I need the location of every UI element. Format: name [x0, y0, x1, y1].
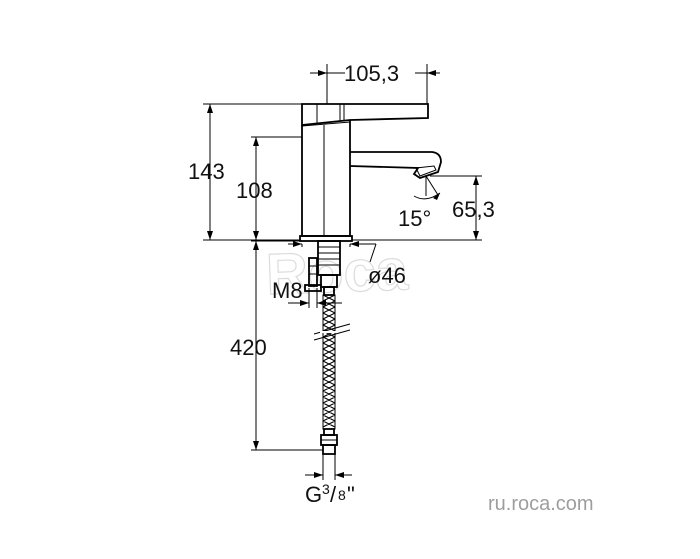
- mounting-assembly: [304, 240, 341, 296]
- connection-prefix: G: [305, 482, 322, 507]
- stud-thread-label: M8: [272, 278, 303, 303]
- spout: [349, 151, 442, 179]
- braided-hose: [313, 294, 351, 455]
- faucet-column: [301, 120, 351, 237]
- spout-reach-label: 105,3: [344, 61, 399, 86]
- dimension-hose-length: 420: [230, 240, 323, 451]
- dimension-total-height: 143: [188, 103, 302, 241]
- watermark-url: ru.roca.com: [488, 493, 594, 515]
- dimension-spout-height: 65,3: [352, 175, 495, 241]
- connection-numerator: 3: [322, 481, 330, 497]
- base-diameter-label: ø46: [368, 263, 406, 288]
- hose-length-label: 420: [230, 335, 267, 360]
- dimension-stud-thread: M8: [272, 278, 342, 308]
- connection-denominator: 8: [338, 487, 346, 503]
- lever-handle: [301, 103, 429, 126]
- connection-suffix: ": [347, 482, 355, 507]
- total-height-label: 143: [188, 159, 225, 184]
- spout-angle-label: 15°: [398, 206, 431, 231]
- faucet-body: [299, 103, 442, 242]
- dimension-spout-reach: 105,3: [310, 61, 440, 104]
- dimension-base-diameter: ø46: [288, 241, 406, 288]
- m8-stud: [308, 257, 318, 287]
- body-height-label: 108: [236, 178, 273, 203]
- svg-text:/: /: [330, 482, 337, 507]
- background-logo: Roca: [265, 237, 410, 307]
- dimension-spout-angle: 15°: [398, 175, 441, 231]
- dimension-body-height: 108: [236, 136, 302, 240]
- dimension-connection: G 3 / 8 ": [305, 454, 355, 507]
- spout-height-label: 65,3: [452, 197, 495, 222]
